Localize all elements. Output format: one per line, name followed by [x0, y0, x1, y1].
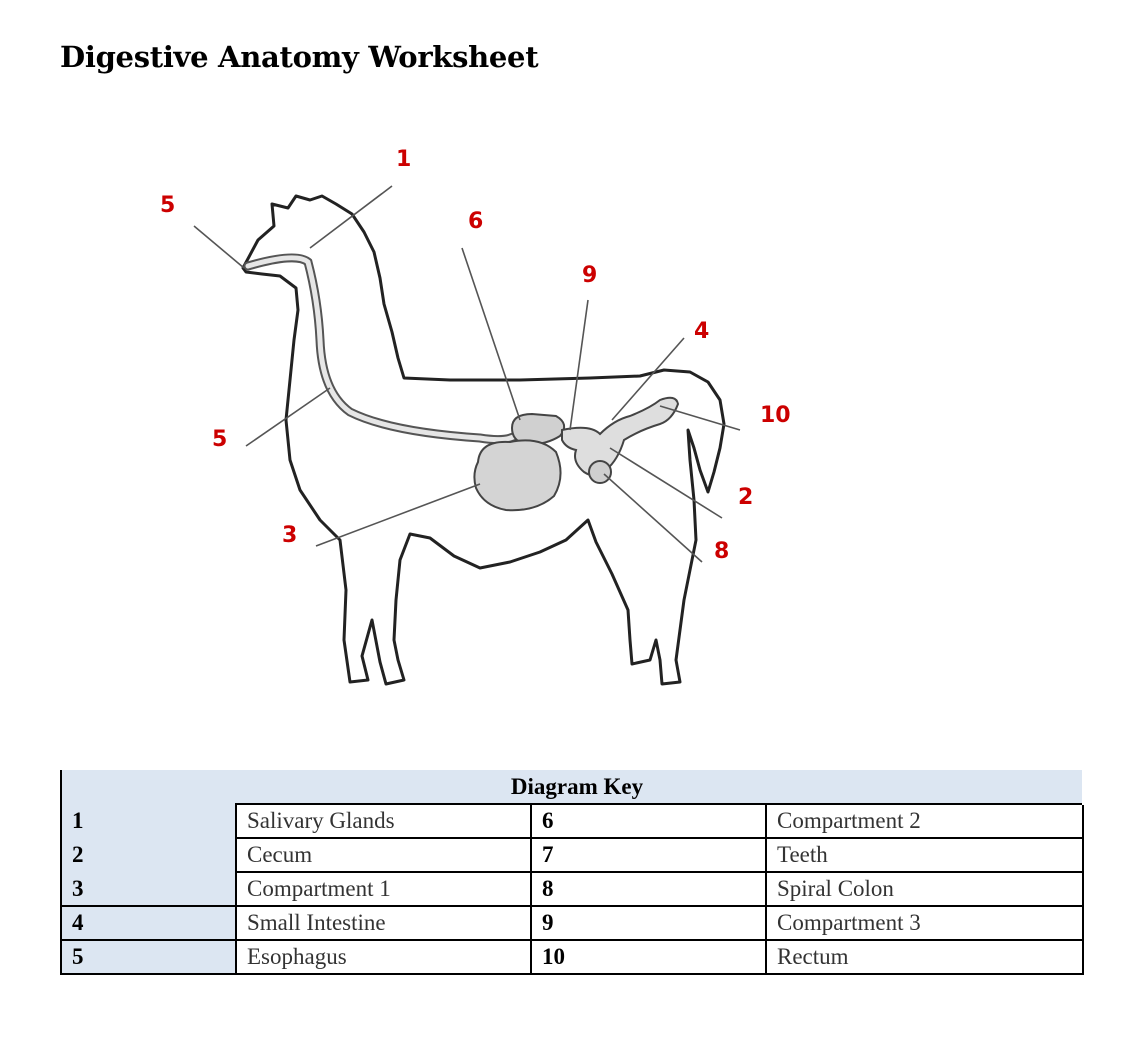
key-label: Rectum: [766, 940, 1083, 974]
key-label: Compartment 2: [766, 804, 1083, 838]
key-label: Small Intestine: [236, 906, 531, 940]
spiral-colon-shape: [589, 461, 611, 483]
key-number: 2: [61, 838, 236, 872]
key-label: Compartment 3: [766, 906, 1083, 940]
key-label: Compartment 1: [236, 872, 531, 906]
key-number: 4: [61, 906, 236, 940]
key-number: 8: [531, 872, 766, 906]
callout-5-top: 5: [160, 193, 175, 218]
callout-5-bottom: 5: [212, 427, 227, 452]
key-row: 5 Esophagus 10 Rectum: [61, 940, 1083, 974]
key-row: 2 Cecum 7 Teeth: [61, 838, 1083, 872]
key-header-row: Diagram Key: [61, 771, 1083, 805]
key-row: 1 Salivary Glands 6 Compartment 2: [61, 804, 1083, 838]
callout-1: 1: [396, 147, 411, 172]
key-number: 7: [531, 838, 766, 872]
callout-2: 2: [738, 485, 753, 510]
key-label: Teeth: [766, 838, 1083, 872]
key-label: Esophagus: [236, 940, 531, 974]
callout-8: 8: [714, 539, 729, 564]
key-row: 3 Compartment 1 8 Spiral Colon: [61, 872, 1083, 906]
callout-6: 6: [468, 209, 483, 234]
callout-9: 9: [582, 263, 597, 288]
key-number: 6: [531, 804, 766, 838]
key-number: 9: [531, 906, 766, 940]
key-label: Cecum: [236, 838, 531, 872]
key-number: 1: [61, 804, 236, 838]
callout-4: 4: [694, 319, 709, 344]
llama-digestive-diagram: 1 5 6 9 4 10 5 2 3 8: [0, 0, 1140, 720]
compartment-1-shape: [474, 440, 560, 510]
key-number: 3: [61, 872, 236, 906]
key-heading: Diagram Key: [61, 771, 1083, 805]
key-row: 4 Small Intestine 9 Compartment 3: [61, 906, 1083, 940]
callout-3: 3: [282, 523, 297, 548]
key-label: Spiral Colon: [766, 872, 1083, 906]
key-number: 10: [531, 940, 766, 974]
key-number: 5: [61, 940, 236, 974]
diagram-key-table: Diagram Key 1 Salivary Glands 6 Compartm…: [60, 770, 1084, 975]
key-label: Salivary Glands: [236, 804, 531, 838]
callout-10: 10: [760, 403, 791, 428]
